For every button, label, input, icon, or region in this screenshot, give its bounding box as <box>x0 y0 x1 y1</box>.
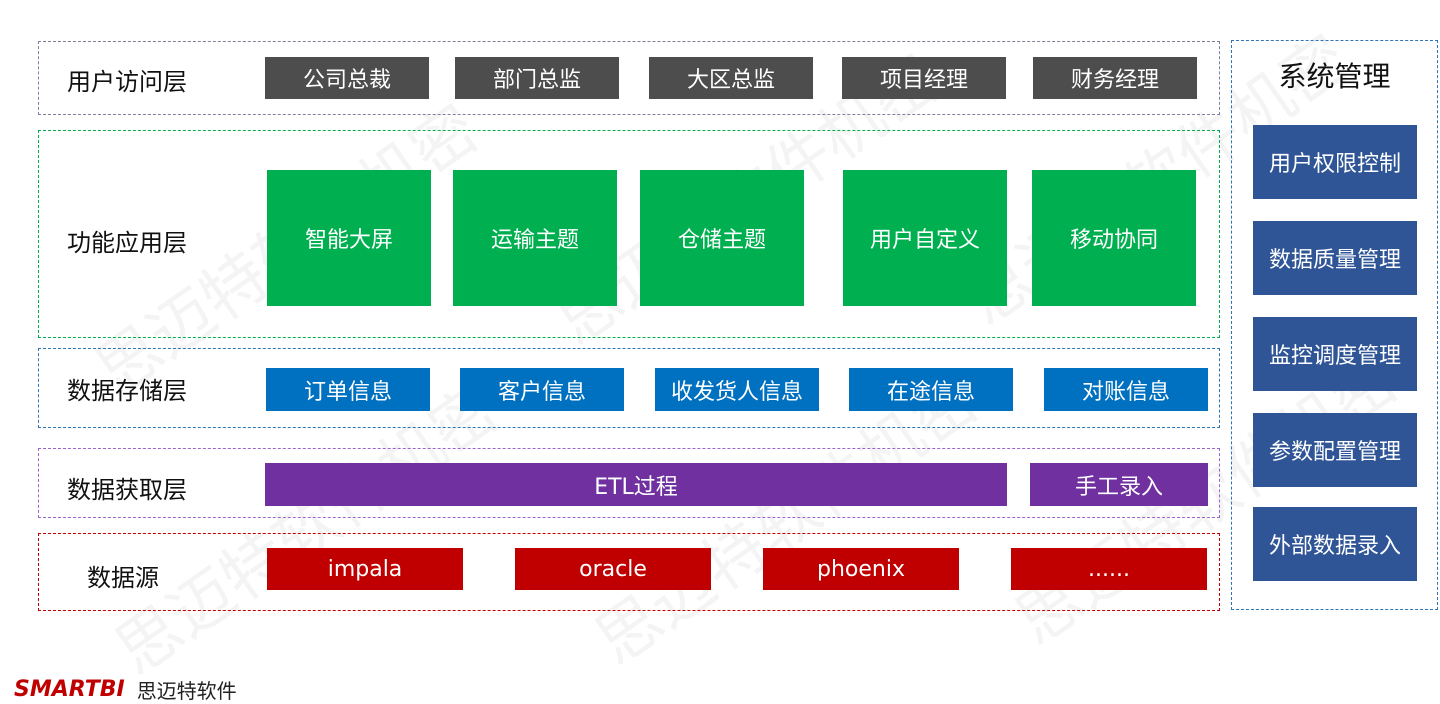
storage-box: 收发货人信息 <box>655 368 819 411</box>
storage-box: 订单信息 <box>266 368 430 411</box>
system-item: 外部数据录入 <box>1253 507 1417 581</box>
source-box: ...... <box>1011 548 1207 590</box>
storage-box: 客户信息 <box>460 368 624 411</box>
source-box: phoenix <box>763 548 959 590</box>
function-box: 用户自定义 <box>843 170 1007 306</box>
storage-box: 在途信息 <box>849 368 1013 411</box>
access-box: 大区总监 <box>649 57 813 99</box>
system-item: 用户权限控制 <box>1253 125 1417 199</box>
function-layer-label: 功能应用层 <box>67 229 187 257</box>
company-name: 思迈特软件 <box>136 678 237 703</box>
data-source-layer <box>38 533 1220 611</box>
data-source-layer-label: 数据源 <box>87 564 159 592</box>
storage-box: 对账信息 <box>1044 368 1208 411</box>
system-item: 数据质量管理 <box>1253 221 1417 295</box>
access-box: 部门总监 <box>455 57 619 99</box>
system-management-title: 系统管理 <box>1278 60 1391 93</box>
data-acquisition-layer <box>38 448 1220 518</box>
data-storage-layer <box>38 348 1220 428</box>
system-item: 参数配置管理 <box>1253 413 1417 487</box>
source-box: impala <box>267 548 463 590</box>
user-access-layer-label: 用户访问层 <box>67 68 187 96</box>
user-access-layer <box>38 41 1220 115</box>
function-box: 仓储主题 <box>640 170 804 306</box>
function-box: 智能大屏 <box>267 170 431 306</box>
source-box: oracle <box>515 548 711 590</box>
data-acquisition-layer-label: 数据获取层 <box>67 476 187 504</box>
data-storage-layer-label: 数据存储层 <box>67 377 187 405</box>
access-box: 公司总裁 <box>265 57 429 99</box>
manual-entry-box: 手工录入 <box>1030 463 1208 506</box>
system-management-panel <box>1231 40 1438 610</box>
function-box: 运输主题 <box>453 170 617 306</box>
smartbi-logo: SMARTBI <box>14 676 125 702</box>
function-box: 移动协同 <box>1032 170 1196 306</box>
footer-logo: SMARTBI 思迈特软件 <box>14 676 237 703</box>
etl-box: ETL过程 <box>265 463 1007 506</box>
access-box: 项目经理 <box>842 57 1006 99</box>
system-item: 监控调度管理 <box>1253 317 1417 391</box>
access-box: 财务经理 <box>1033 57 1197 99</box>
function-layer <box>38 130 1220 338</box>
